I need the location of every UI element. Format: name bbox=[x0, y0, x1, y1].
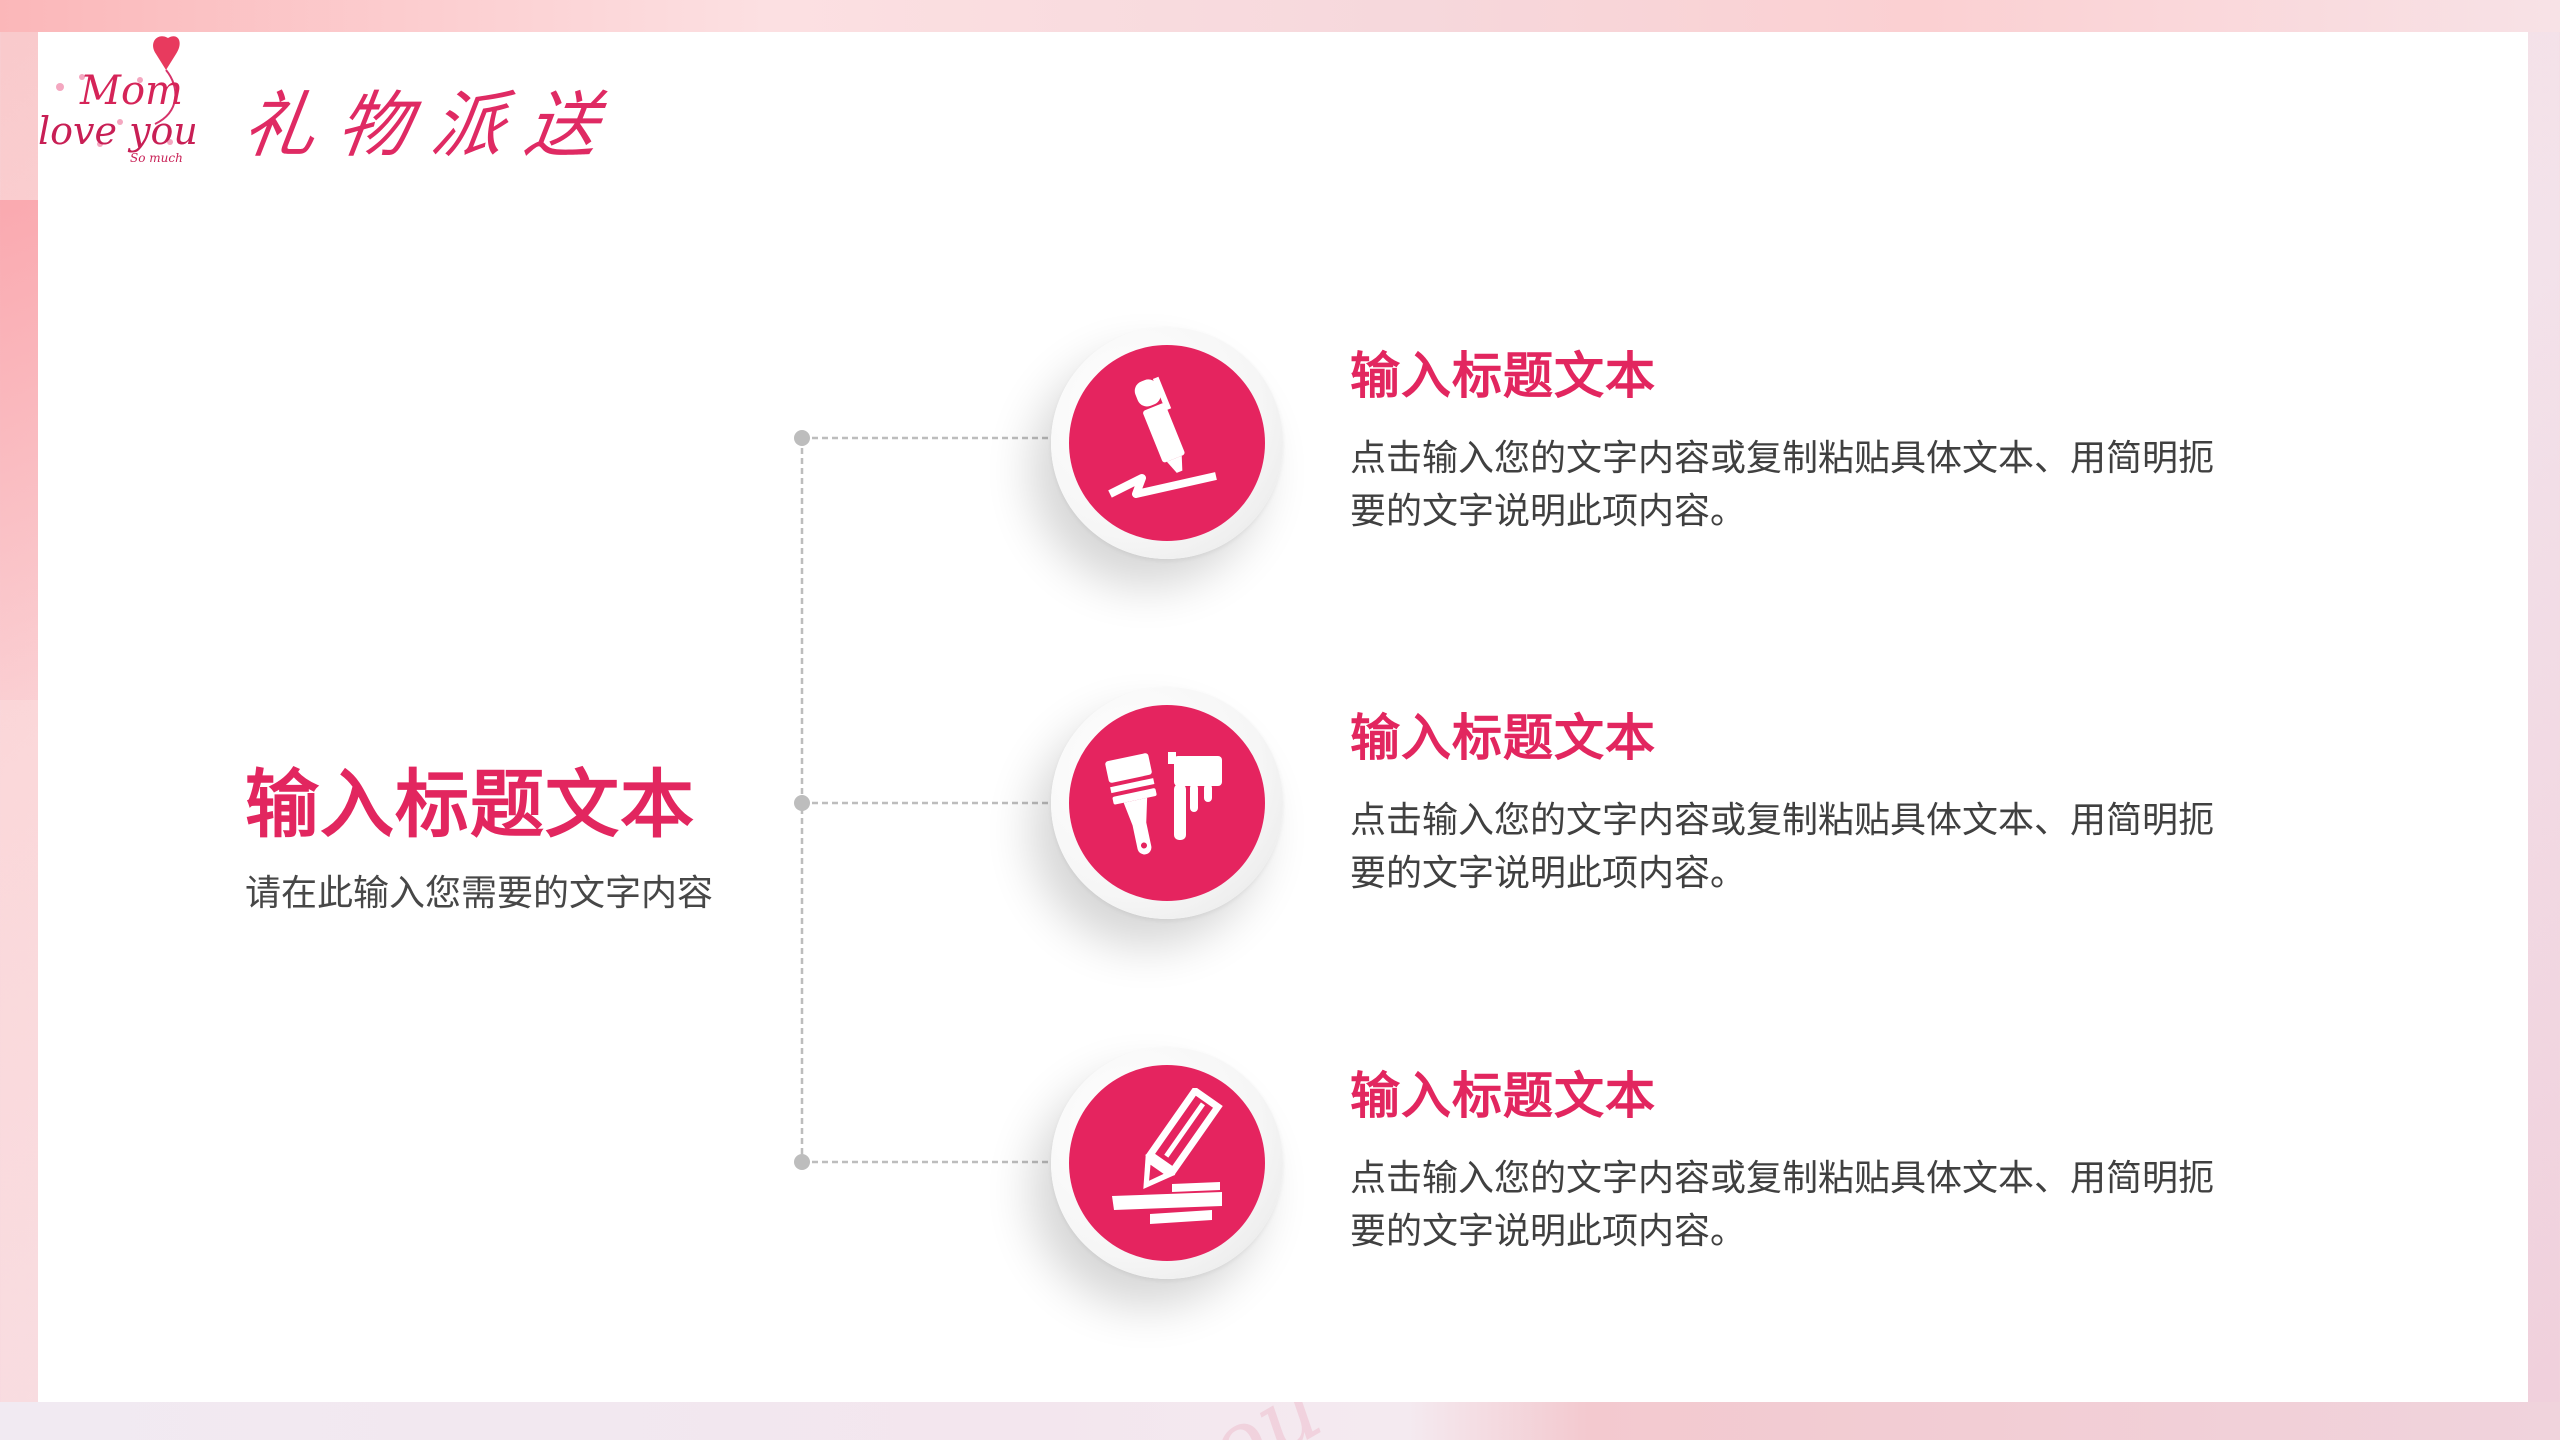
slide-card bbox=[38, 32, 2528, 1402]
left-summary: 输入标题文本 请在此输入您需要的文字内容 bbox=[245, 760, 713, 916]
paint-brush-roller-icon bbox=[1105, 752, 1222, 855]
feature-title: 输入标题文本 bbox=[1350, 709, 1656, 767]
feature-item-1: 输入标题文本 点击输入您的文字内容或复制粘贴具体文本、用简明扼要的文字说明此项内… bbox=[1350, 346, 2250, 538]
left-subtitle: 请在此输入您需要的文字内容 bbox=[245, 873, 714, 914]
logo-artwork: Mom love you So much bbox=[38, 36, 198, 165]
heart-icon bbox=[153, 36, 180, 70]
svg-text:So much: So much bbox=[130, 151, 183, 165]
mom-love-you-logo: Mom love you So much bbox=[30, 32, 198, 172]
pen-writing-icon bbox=[1108, 376, 1217, 498]
feature-item-2: 输入标题文本 点击输入您的文字内容或复制粘贴具体文本、用简明扼要的文字说明此项内… bbox=[1350, 708, 2250, 900]
feature-description: 点击输入您的文字内容或复制粘贴具体文本、用简明扼要的文字说明此项内容。 bbox=[1350, 800, 2215, 894]
svg-text:Mom: Mom bbox=[79, 68, 183, 114]
page-title: 礼物派送 bbox=[238, 83, 627, 167]
feature-title: 输入标题文本 bbox=[1350, 347, 1656, 405]
icon-node-3 bbox=[1051, 1047, 1283, 1279]
feature-title: 输入标题文本 bbox=[1350, 1067, 1656, 1125]
feature-description: 点击输入您的文字内容或复制粘贴具体文本、用简明扼要的文字说明此项内容。 bbox=[1350, 438, 2215, 532]
icon-node-2 bbox=[1051, 687, 1283, 919]
svg-text:love you: love you bbox=[38, 109, 195, 153]
left-title: 输入标题文本 bbox=[245, 762, 695, 848]
icon-node-1 bbox=[1051, 327, 1283, 559]
pencil-writing-icon bbox=[1112, 1088, 1223, 1224]
background-top-band bbox=[0, 0, 2560, 32]
feature-description: 点击输入您的文字内容或复制粘贴具体文本、用简明扼要的文字说明此项内容。 bbox=[1350, 1158, 2215, 1252]
feature-item-3: 输入标题文本 点击输入您的文字内容或复制粘贴具体文本、用简明扼要的文字说明此项内… bbox=[1350, 1066, 2250, 1258]
